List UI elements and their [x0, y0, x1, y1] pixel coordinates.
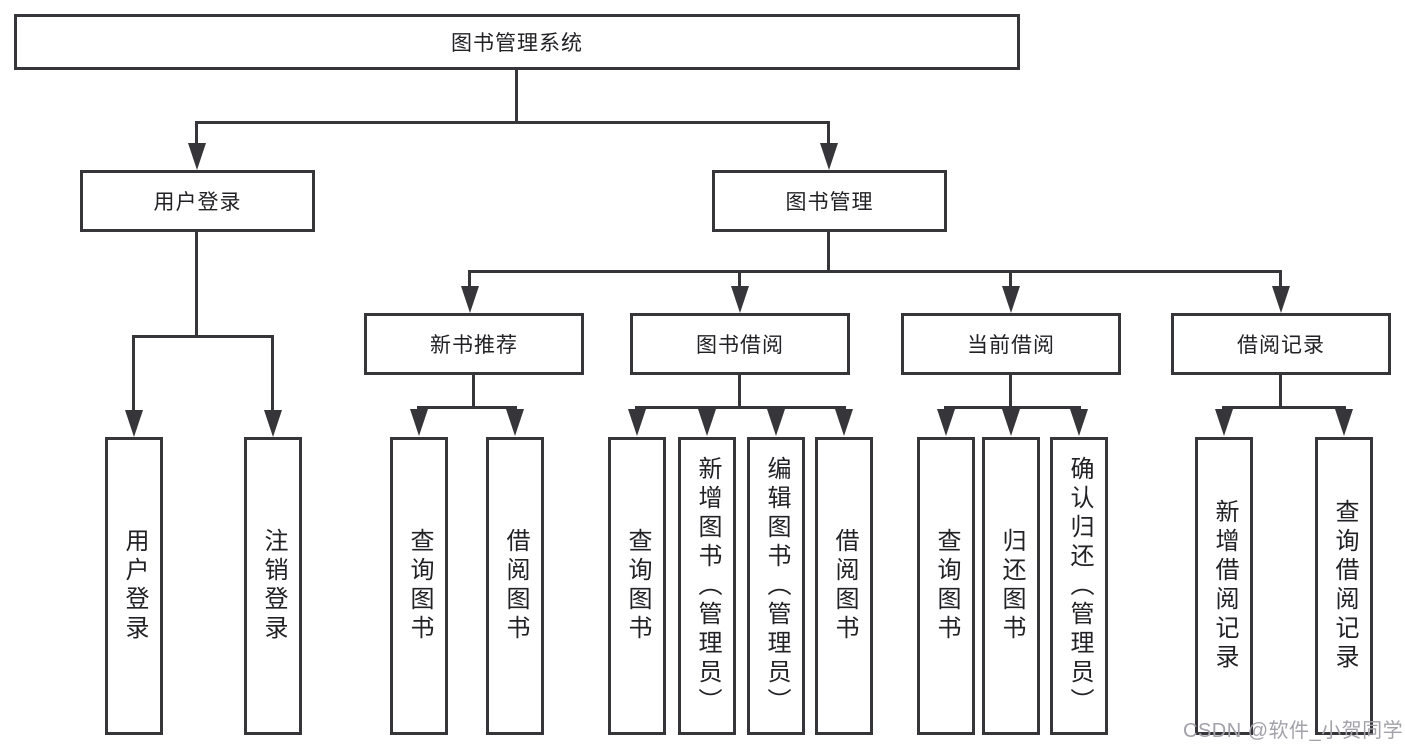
connector	[944, 406, 1081, 409]
node-label: 图书管理系统	[451, 32, 583, 55]
leaf-label: 新增借阅记录	[1211, 499, 1238, 673]
leaf-label: 查询图书	[624, 528, 651, 644]
node-book-management: 图书管理	[712, 170, 947, 232]
leaf-label: 用户登录	[121, 528, 148, 644]
node-label: 图书管理	[785, 191, 874, 214]
node-user-login: 用户登录	[80, 170, 315, 232]
connector	[1009, 270, 1012, 290]
arrow-down-icon	[835, 409, 853, 436]
leaf-label: 借阅图书	[831, 528, 858, 644]
connector	[1009, 375, 1012, 409]
connector	[195, 232, 198, 338]
connector	[515, 70, 518, 122]
connector	[132, 335, 274, 338]
connector	[417, 406, 517, 409]
leaf-add-book-admin: 新增图书（管理员）	[678, 437, 736, 735]
node-current-borrow: 当前借阅	[901, 313, 1121, 375]
connector	[195, 121, 830, 124]
node-system-root: 图书管理系统	[14, 14, 1020, 70]
arrow-down-icon	[698, 409, 716, 436]
arrow-down-icon	[188, 143, 206, 170]
leaf-edit-book-admin: 编辑图书（管理员）	[747, 437, 805, 735]
arrow-down-icon	[767, 409, 785, 436]
connector	[195, 121, 198, 147]
leaf-label: 查询借阅记录	[1331, 499, 1358, 673]
leaf-query-borrow-record: 查询借阅记录	[1315, 437, 1373, 735]
node-label: 图书借阅	[696, 334, 784, 357]
leaf-label: 确认归还（管理员）	[1066, 455, 1093, 717]
arrow-down-icon	[1215, 409, 1233, 436]
leaf-borrow-books: 借阅图书	[815, 437, 873, 735]
leaf-label: 归还图书	[998, 528, 1025, 644]
connector	[827, 121, 830, 147]
leaf-query-books-current: 查询图书	[917, 437, 975, 735]
arrow-down-icon	[410, 409, 428, 436]
connector	[468, 270, 471, 290]
leaf-return-book: 归还图书	[982, 437, 1040, 735]
connector	[1222, 406, 1346, 409]
node-label: 用户登录	[153, 191, 242, 214]
leaf-confirm-return-admin: 确认归还（管理员）	[1050, 437, 1108, 735]
leaf-query-books-borrow: 查询图书	[608, 437, 666, 735]
leaf-label: 查询图书	[933, 528, 960, 644]
leaf-query-books-recommend: 查询图书	[390, 437, 448, 735]
node-label: 借阅记录	[1237, 334, 1325, 357]
node-borrow-records: 借阅记录	[1171, 313, 1391, 375]
leaf-label: 编辑图书（管理员）	[763, 455, 790, 717]
node-new-book-recommend: 新书推荐	[364, 313, 584, 375]
node-book-borrow: 图书借阅	[630, 313, 850, 375]
connector	[738, 270, 741, 290]
arrow-down-icon	[506, 409, 524, 436]
connector	[635, 406, 846, 409]
connector	[271, 335, 274, 413]
arrow-down-icon	[820, 143, 838, 170]
arrow-down-icon	[461, 286, 479, 313]
arrow-down-icon	[628, 409, 646, 436]
arrow-down-icon	[1002, 409, 1020, 436]
connector	[1279, 270, 1282, 290]
csdn-watermark: CSDN @软件_小贺同学	[1183, 720, 1404, 742]
arrow-down-icon	[264, 410, 282, 437]
arrow-down-icon	[125, 410, 143, 437]
connector	[132, 335, 135, 413]
leaf-user-login: 用户登录	[105, 437, 163, 735]
leaf-label: 查询图书	[406, 528, 433, 644]
connector	[472, 375, 475, 409]
connector	[738, 375, 741, 409]
arrow-down-icon	[937, 409, 955, 436]
connector	[1279, 375, 1282, 409]
arrow-down-icon	[1002, 286, 1020, 313]
leaf-label: 注销登录	[260, 528, 287, 644]
arrow-down-icon	[1070, 409, 1088, 436]
leaf-label: 借阅图书	[502, 528, 529, 644]
arrow-down-icon	[1335, 409, 1353, 436]
connector	[468, 270, 1282, 273]
connector	[827, 232, 830, 273]
node-label: 新书推荐	[430, 334, 518, 357]
leaf-label: 新增图书（管理员）	[694, 455, 721, 717]
arrow-down-icon	[731, 286, 749, 313]
leaf-add-borrow-record: 新增借阅记录	[1195, 437, 1253, 735]
leaf-borrow-books-recommend: 借阅图书	[486, 437, 544, 735]
node-label: 当前借阅	[967, 334, 1055, 357]
arrow-down-icon	[1272, 286, 1290, 313]
leaf-logout: 注销登录	[244, 437, 302, 735]
